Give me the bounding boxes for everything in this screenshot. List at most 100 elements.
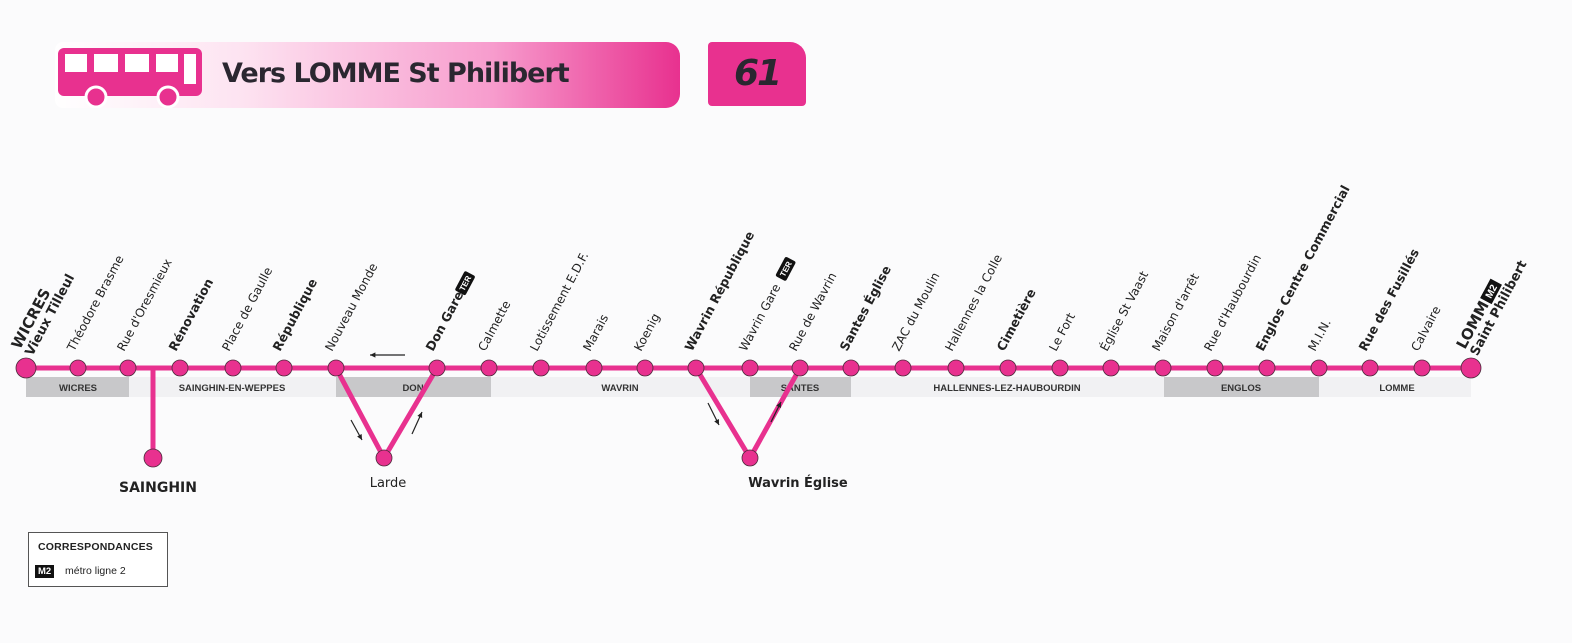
stop-name: ZAC du Moulin <box>889 270 942 353</box>
stop-label: Lotissement E.D.F. <box>527 250 591 354</box>
stop-label: Place de Gaulle <box>219 265 275 354</box>
stop-name: Calvaire <box>1408 304 1443 354</box>
stop-label: Rénovation <box>165 276 216 354</box>
stop-marker <box>1258 359 1276 377</box>
stop-label: Calvaire <box>1408 304 1443 354</box>
stop-marker <box>275 359 293 377</box>
stop-marker <box>947 359 965 377</box>
zone-band <box>26 377 129 397</box>
stop-marker <box>741 359 759 377</box>
stop-label: Maison d'arrêt <box>1149 271 1202 354</box>
stop-marker <box>224 359 242 377</box>
stop-marker <box>842 359 860 377</box>
stop-marker <box>532 359 550 377</box>
stop-name: Marais <box>580 312 611 354</box>
branch-label-wavrin-eglise: Wavrin Église <box>748 475 848 491</box>
arrow-head <box>357 434 362 440</box>
stop-name: Rénovation <box>165 276 216 354</box>
legend-title: CORRESPONDANCES <box>38 541 154 553</box>
stop-label: Marais <box>580 312 611 354</box>
zone-label: SAINGHIN-EN-WEPPES <box>179 383 286 394</box>
stop-marker <box>585 359 603 377</box>
stop-marker <box>327 359 345 377</box>
stop-marker <box>636 359 654 377</box>
stop-name: Santes Église <box>836 263 894 354</box>
stop-name: Koenig <box>631 311 662 353</box>
stop-name: Église St Vaast <box>1096 268 1151 353</box>
stop-marker <box>480 359 498 377</box>
stop-name: Hallennes la Colle <box>942 252 1005 353</box>
stop-label: Koenig <box>631 311 662 353</box>
stop-name: M.I.N. <box>1305 317 1333 354</box>
stop-name: Nouveau Monde <box>322 261 380 354</box>
stop-label: Nouveau Monde <box>322 261 380 354</box>
branch-label-larde: Larde <box>370 476 407 491</box>
zone-label: WICRES <box>59 383 97 394</box>
zone-band <box>750 377 851 397</box>
line-number-badge: 61 <box>708 42 806 106</box>
zone-label: SANTES <box>781 383 820 394</box>
zone-label: WAVRIN <box>601 383 638 394</box>
stop-name: Lotissement E.D.F. <box>527 250 591 354</box>
stop-marker <box>428 359 446 377</box>
stop-marker <box>1310 359 1328 377</box>
stop-name: Calmette <box>475 298 513 353</box>
zone-band <box>1319 377 1471 397</box>
stop-name: Le Fort <box>1046 310 1078 353</box>
stop-label: Rue d'Haubourdin <box>1201 252 1264 353</box>
stop-name: Rue de Wavrin <box>786 270 839 353</box>
stop-name: Théodore Brasme <box>64 253 127 354</box>
stop-marker <box>1206 359 1224 377</box>
stop-name: Don Gare <box>422 288 466 353</box>
stop-marker <box>171 359 189 377</box>
stop-name: Maison d'arrêt <box>1149 271 1202 354</box>
stop-label: Rue de Wavrin <box>786 270 839 353</box>
stop-label: Rue d'Oresmieux <box>114 256 174 353</box>
arrow-head <box>370 352 376 358</box>
stop-label: M.I.N. <box>1305 317 1333 354</box>
stop-marker <box>1051 359 1069 377</box>
stop-label: Église St Vaast <box>1096 268 1151 353</box>
legend-metro-text: métro ligne 2 <box>65 565 126 577</box>
bus-icon <box>58 48 202 108</box>
stop-label: Calmette <box>475 298 513 353</box>
stop-marker <box>1361 359 1379 377</box>
branch-label-sainghin: SAINGHIN <box>119 480 197 496</box>
direction-arrows <box>350 352 782 441</box>
zone-label: LOMME <box>1379 383 1414 394</box>
stop-label: Santes Église <box>836 263 894 354</box>
stop-marker <box>894 359 912 377</box>
stop-marker <box>687 359 705 377</box>
stop-marker <box>143 448 163 468</box>
stop-label: Rue des Fusillés <box>1355 246 1422 353</box>
stop-marker <box>1154 359 1172 377</box>
ter-badge-icon <box>455 271 475 296</box>
metro-m2-badge-icon <box>1480 278 1502 305</box>
zone-label: ENGLOS <box>1221 383 1261 394</box>
stop-label: Englos Centre Commercial <box>1252 183 1352 354</box>
zone-label: HALLENNES-LEZ-HAUBOURDIN <box>933 383 1080 394</box>
zone-band <box>336 377 491 397</box>
stop-marker <box>999 359 1017 377</box>
stop-name: Englos Centre Commercial <box>1252 183 1352 354</box>
ter-badge-icon <box>775 257 796 281</box>
stop-label: Le Fort <box>1046 310 1078 353</box>
commune-zones: WICRES SAINGHIN-EN-WEPPES DON WAVRIN SANTES H… <box>26 377 1471 397</box>
stop-label: Théodore Brasme <box>64 253 127 354</box>
metro-m2-badge-icon: M2 <box>35 565 55 578</box>
stop-name: Rue d'Oresmieux <box>114 256 174 353</box>
stop-name: Rue des Fusillés <box>1355 246 1422 353</box>
stop-marker <box>1413 359 1431 377</box>
arrow-head <box>714 419 719 425</box>
zone-label: DON <box>402 383 423 394</box>
stop-label: Cimetière <box>993 286 1038 353</box>
zone-band <box>129 377 336 397</box>
stop-marker <box>791 359 809 377</box>
stop-markers <box>15 357 1482 468</box>
stop-marker <box>741 449 759 467</box>
arrow-head <box>417 412 423 418</box>
